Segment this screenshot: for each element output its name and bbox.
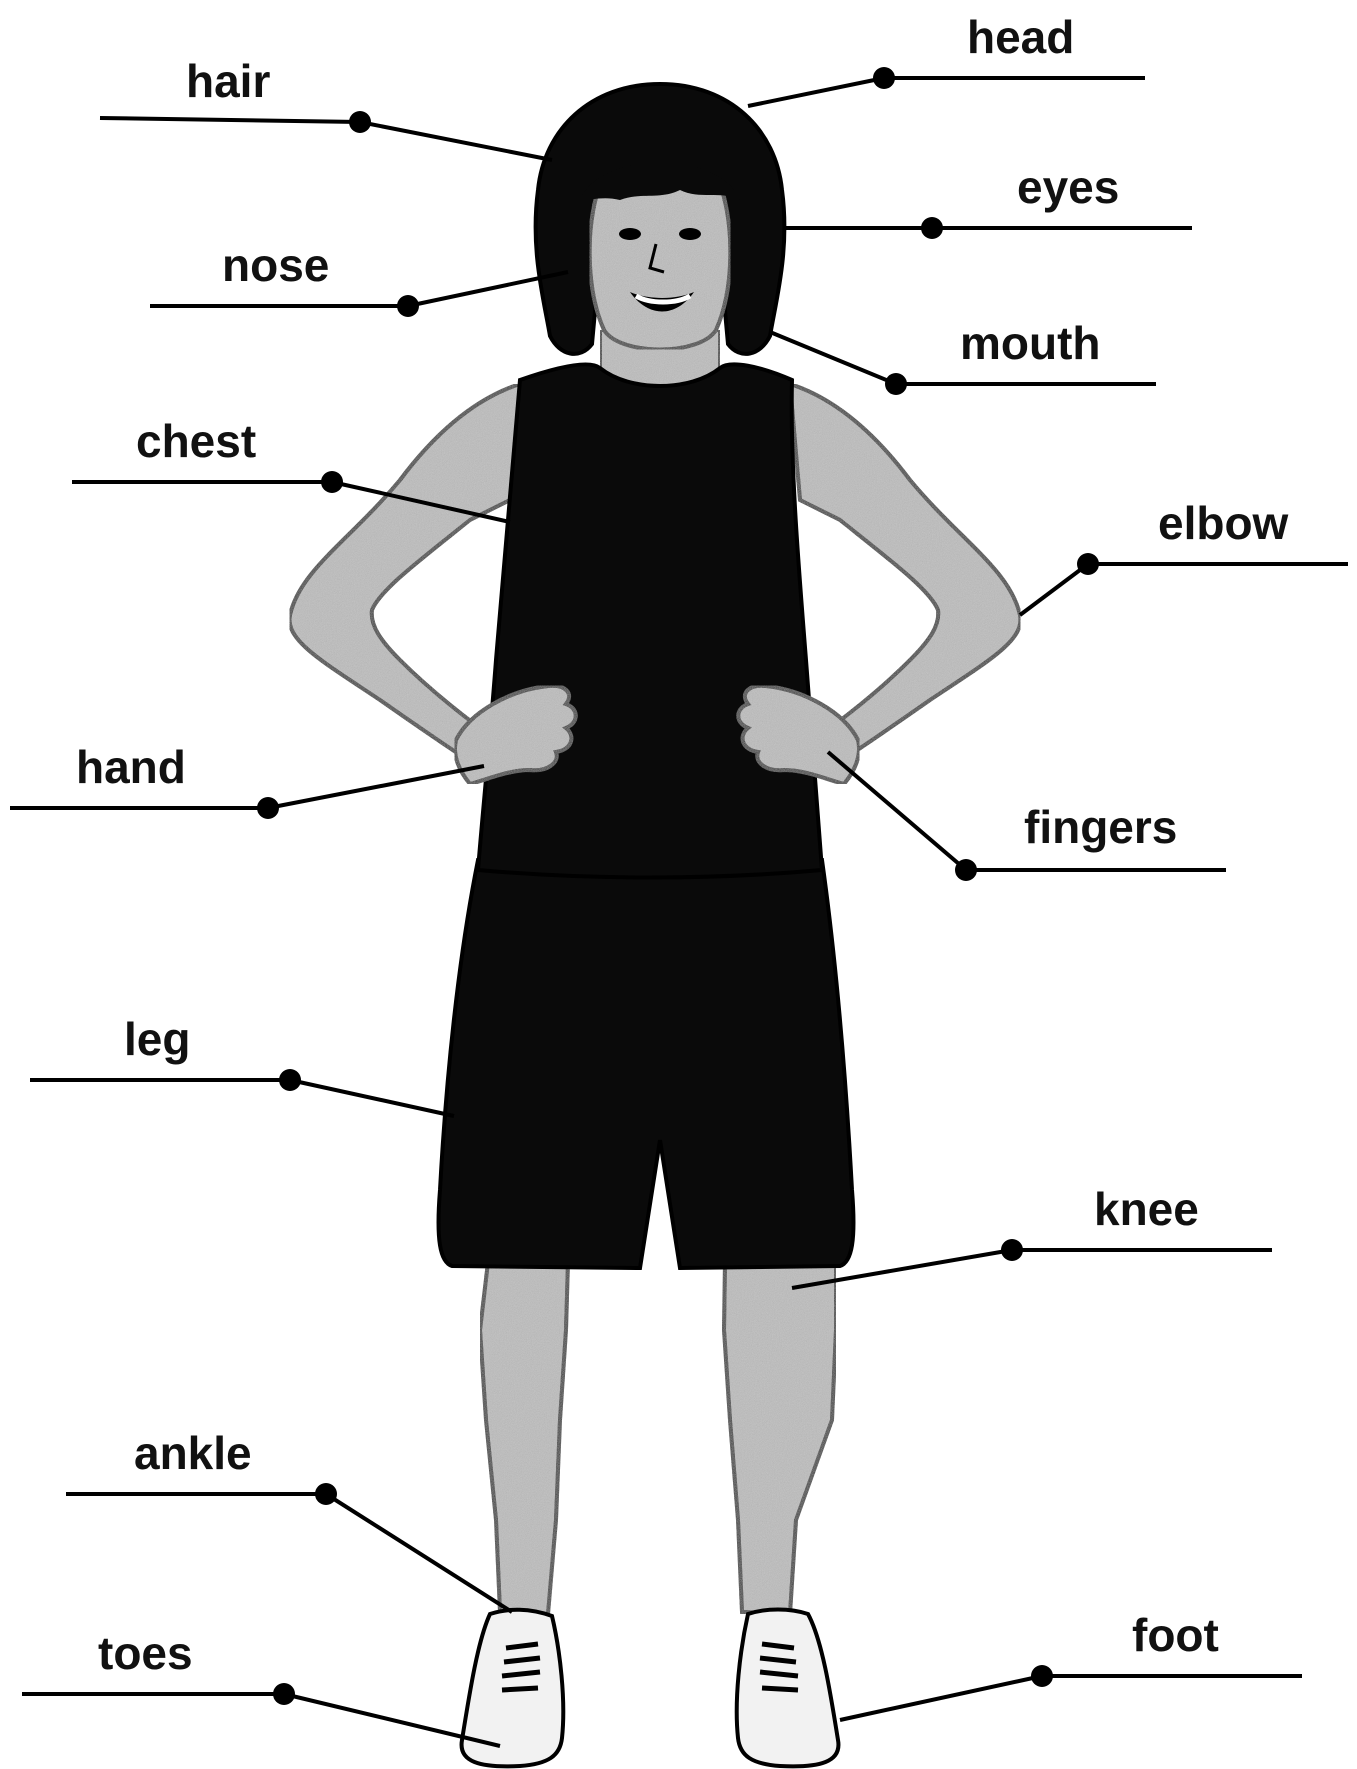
label-foot: foot — [1132, 1612, 1219, 1658]
right-leg — [724, 1262, 836, 1614]
face — [590, 175, 731, 350]
label-mouth: mouth — [960, 320, 1101, 366]
shorts — [439, 860, 854, 1268]
callout-elbow — [1020, 553, 1348, 615]
callout-toes — [22, 1683, 500, 1746]
label-eyes: eyes — [1017, 164, 1119, 210]
callout-leg — [30, 1069, 454, 1116]
callout-head — [748, 67, 1145, 106]
callout-hair — [100, 111, 552, 160]
shoes — [462, 1610, 839, 1767]
label-leg: leg — [124, 1016, 190, 1062]
label-chest: chest — [136, 418, 256, 464]
label-ankle: ankle — [134, 1430, 252, 1476]
callout-knee — [792, 1239, 1272, 1288]
callout-ankle — [66, 1483, 512, 1612]
label-fingers: fingers — [1024, 804, 1177, 850]
callout-nose — [150, 272, 568, 317]
label-head: head — [967, 14, 1074, 60]
callout-foot — [840, 1665, 1302, 1720]
label-knee: knee — [1094, 1186, 1199, 1232]
label-nose: nose — [222, 242, 329, 288]
callout-eyes — [784, 217, 1192, 239]
label-hair: hair — [186, 58, 270, 104]
label-hand: hand — [76, 744, 186, 790]
label-toes: toes — [98, 1630, 193, 1676]
legs — [480, 1262, 836, 1614]
left-leg — [480, 1262, 568, 1614]
label-elbow: elbow — [1158, 500, 1288, 546]
shirt — [478, 364, 822, 877]
